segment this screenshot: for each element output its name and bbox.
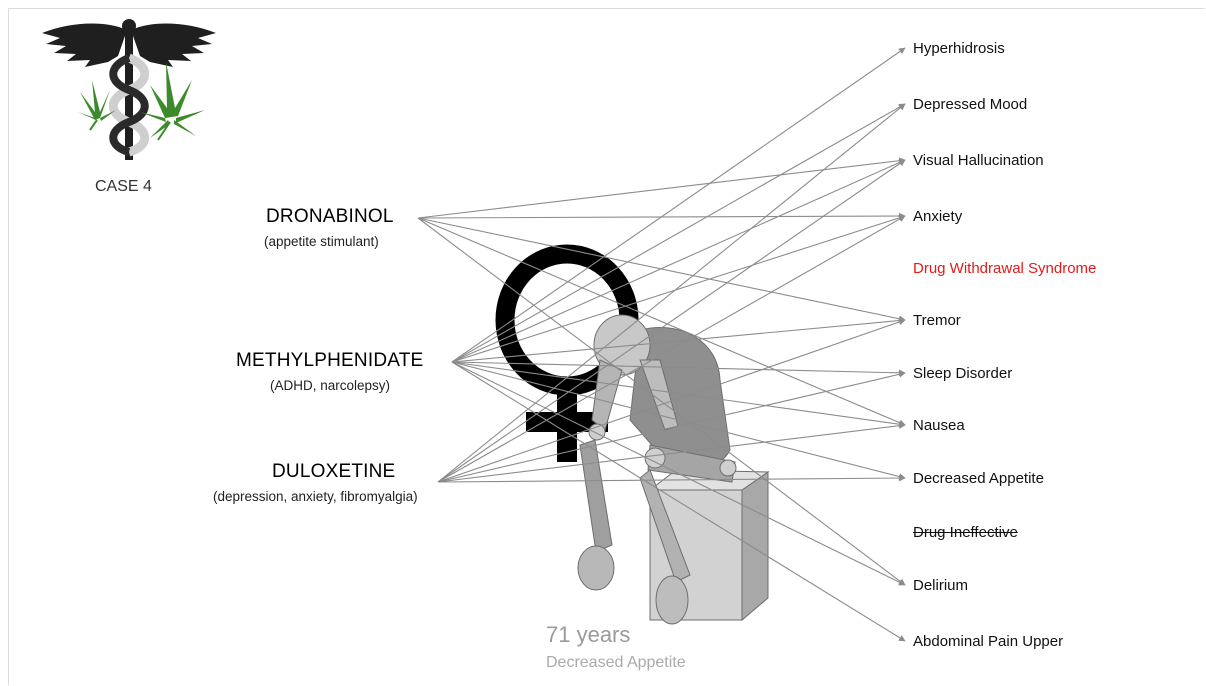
drug-indication-duloxetine: (depression, anxiety, fibromyalgia): [213, 489, 418, 504]
effect-hyperhidrosis: Hyperhidrosis: [913, 40, 1005, 57]
cannabis-leaf-icon: [140, 62, 205, 140]
case-label: CASE 4: [95, 178, 152, 196]
patient-condition: Decreased Appetite: [546, 654, 686, 672]
effect-anxiety: Anxiety: [913, 208, 962, 225]
drug-name-duloxetine: DULOXETINE: [272, 461, 395, 483]
effect-abdominal-pain-upper: Abdominal Pain Upper: [913, 633, 1063, 650]
arrow-dronabinol-to-visual-hallucination: [418, 160, 905, 218]
patient-age: 71 years: [546, 622, 630, 648]
effect-drug-withdrawal-syndrome: Drug Withdrawal Syndrome: [913, 260, 1096, 277]
drug-name-methylphenidate: METHYLPHENIDATE: [236, 350, 423, 372]
effect-drug-ineffective: Drug Ineffective: [913, 524, 1018, 541]
effect-nausea: Nausea: [913, 417, 965, 434]
arrow-methylphenidate-to-hyperhidrosis: [452, 48, 905, 362]
effect-visual-hallucination: Visual Hallucination: [913, 152, 1044, 169]
effect-sleep-disorder: Sleep Disorder: [913, 365, 1012, 382]
effect-decreased-appetite: Decreased Appetite: [913, 470, 1044, 487]
drug-name-dronabinol: DRONABINOL: [266, 206, 394, 228]
drug-indication-methylphenidate: (ADHD, narcolepsy): [270, 378, 390, 393]
caduceus-logo-icon: [42, 19, 216, 160]
effect-depressed-mood: Depressed Mood: [913, 96, 1027, 113]
sitting-person-icon: [578, 315, 768, 624]
effect-tremor: Tremor: [913, 312, 961, 329]
drug-indication-dronabinol: (appetite stimulant): [264, 234, 379, 249]
effect-delirium: Delirium: [913, 577, 968, 594]
arrow-methylphenidate-to-depressed-mood: [452, 104, 905, 362]
